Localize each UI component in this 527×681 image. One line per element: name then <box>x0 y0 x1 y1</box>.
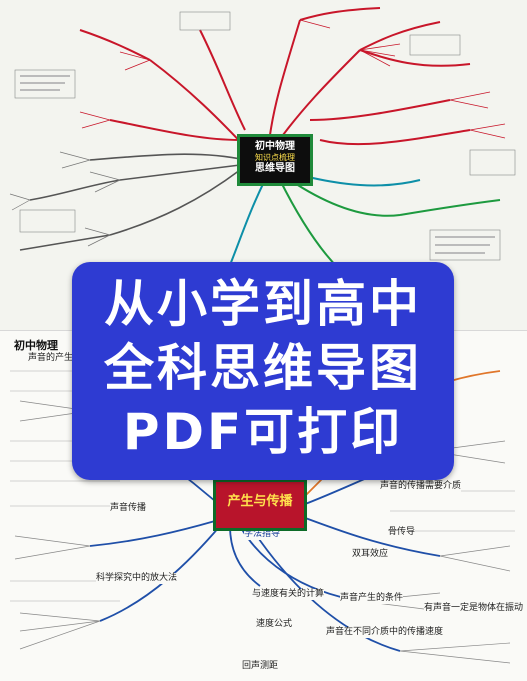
branch-line <box>299 515 441 557</box>
branch-line <box>119 164 241 181</box>
branch-label: 声音传播 <box>110 503 147 514</box>
note-box <box>469 149 516 176</box>
branch-label: 骨传导 <box>388 527 416 538</box>
note-box <box>19 209 76 233</box>
branch-line <box>89 153 246 161</box>
branch-label: 双耳效应 <box>352 549 389 560</box>
note-box <box>14 69 76 99</box>
branch-label: 与速度有关的计算 <box>252 589 325 600</box>
note-line <box>20 89 60 91</box>
branch-line <box>89 520 216 547</box>
branch-line <box>109 119 241 141</box>
branch-line <box>359 21 441 51</box>
branch-line <box>9 151 121 247</box>
bottom-center-label: 产生与传播 <box>227 494 293 509</box>
branch-label: 声音的产生 <box>28 353 74 364</box>
top-center-line2: 知识点梳理 <box>255 153 295 162</box>
branch-line <box>109 169 241 236</box>
top-map-center-node: 初中物理 知识点梳理 思维导图 <box>237 134 313 186</box>
branch-line <box>279 179 341 271</box>
branch-line <box>269 19 301 136</box>
note-box <box>179 11 231 31</box>
branch-line <box>289 179 401 217</box>
banner-line1: 从小学到高中 <box>104 275 422 333</box>
branch-line <box>299 174 421 187</box>
branch-label: 声音的传播需要介质 <box>380 481 462 492</box>
branch-label: 声音在不同介质中的传播速度 <box>326 627 444 638</box>
branch-line <box>79 29 151 61</box>
branch-label: 回声测距 <box>242 661 279 672</box>
note-box <box>409 34 461 56</box>
branch-line <box>359 49 471 67</box>
branch-line <box>19 234 111 251</box>
note-line <box>435 244 490 246</box>
note-line <box>20 75 70 77</box>
top-center-line1: 初中物理 <box>255 141 295 152</box>
branch-line <box>309 99 451 121</box>
top-center-line3: 思维导图 <box>255 162 295 174</box>
branch-label: 学法指导 <box>244 529 281 540</box>
branch-line <box>79 19 506 139</box>
note-line <box>435 236 495 238</box>
promo-banner: 从小学到高中 全科思维导图 PDF可打印 <box>72 262 454 480</box>
note-box <box>429 229 501 261</box>
bottom-map-title: 初中物理 <box>14 339 58 352</box>
banner-line2: 全科思维导图 <box>104 339 422 397</box>
branch-line <box>299 7 381 21</box>
banner-line3: PDF可打印 <box>122 403 404 461</box>
branch-label: 声音产生的条件 <box>340 593 404 604</box>
note-line <box>435 252 485 254</box>
branch-line <box>319 129 471 146</box>
branch-line <box>229 525 261 587</box>
branch-label: 速度公式 <box>256 619 293 630</box>
branch-label: 科学探究中的放大法 <box>96 573 178 584</box>
branch-line <box>29 179 121 201</box>
bottom-map-center-node: 产生与传播 <box>213 479 307 531</box>
branch-label: 有声音一定是物体在振动 <box>424 603 524 614</box>
branch-line <box>229 179 266 266</box>
top-mind-map-branches <box>9 7 516 272</box>
note-line <box>20 82 65 84</box>
branch-line <box>399 199 501 216</box>
branch-line <box>199 29 246 131</box>
